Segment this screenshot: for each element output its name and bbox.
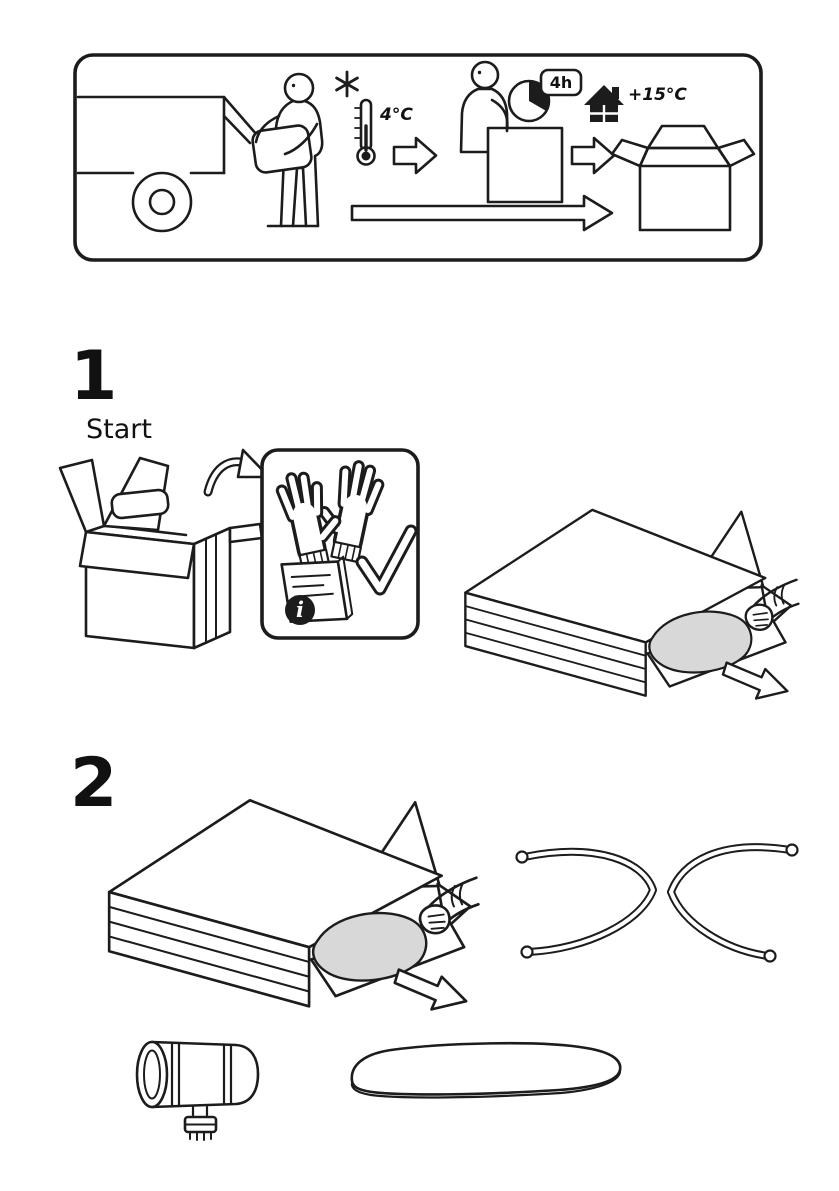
info-letter: i (296, 597, 304, 622)
preparation-panel: i (260, 448, 420, 640)
truck-icon (76, 95, 259, 233)
start-label: Start (86, 414, 152, 445)
wait-time-label: 4h (550, 73, 573, 92)
curved-slat-right-icon (667, 843, 799, 963)
info-icon (285, 595, 315, 625)
timeline-arrow-icon (350, 194, 614, 232)
snowflake-icon (335, 70, 359, 98)
person-arm (490, 98, 509, 133)
curved-slat-left-icon (515, 847, 657, 959)
mattress-box-step1 (464, 508, 800, 700)
step-arrow-icon (570, 136, 616, 175)
thermometer-icon (354, 98, 376, 166)
checkmark-icon (355, 524, 418, 596)
step-1-section: 1 Start (58, 337, 800, 700)
unpack-box-icon (58, 456, 264, 650)
house-icon (584, 85, 624, 122)
step-2-section: 2 (70, 744, 799, 1141)
package-box (486, 126, 564, 204)
open-box-icon (610, 124, 756, 232)
unpack-arrow-icon (203, 448, 271, 497)
cold-temp-label: 4°C (379, 105, 413, 125)
step-1-number: 1 (70, 337, 117, 416)
mattress-box-step2 (107, 798, 480, 1011)
room-temp-label: +15°C (628, 85, 687, 105)
glove-right-icon (318, 460, 385, 564)
step-2-number: 2 (70, 744, 117, 823)
wait-time-badge: 4h (539, 68, 583, 97)
person-carrying-package-icon (251, 72, 324, 228)
rolled-part-icon (135, 1040, 260, 1141)
acclimatization-panel: 4°C 4h +15°C (73, 53, 763, 262)
step-arrow-icon (392, 136, 438, 175)
mattress-pad-icon (350, 1041, 622, 1099)
